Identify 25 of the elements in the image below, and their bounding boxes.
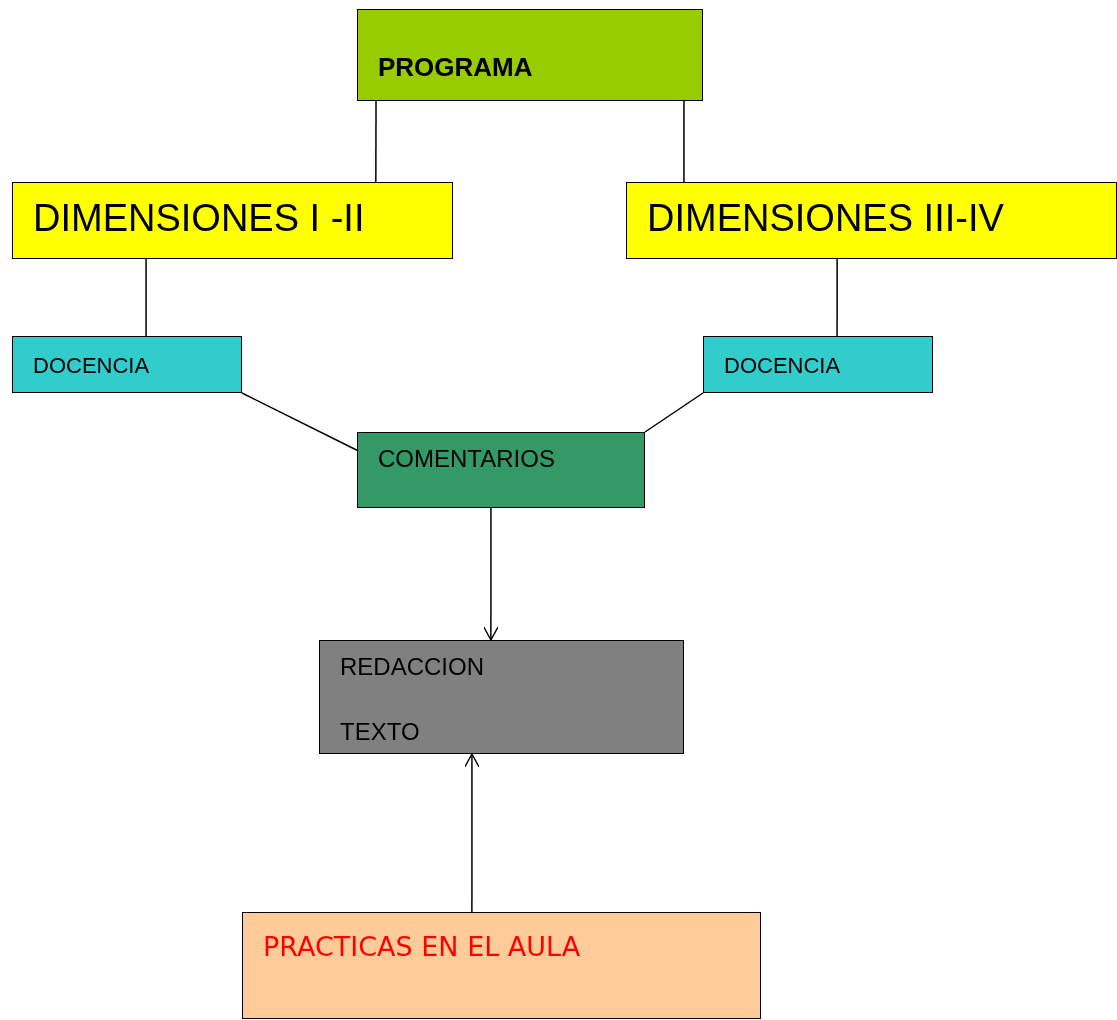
- box-label: DIMENSIONES I -II: [33, 197, 365, 240]
- process-box: [12, 182, 453, 259]
- process-box: [357, 9, 703, 101]
- box-label: PRACTICAS EN EL AULA: [263, 931, 581, 962]
- connector-line: [683, 100, 685, 183]
- process-box: [319, 640, 684, 754]
- box-label: DOCENCIA: [724, 353, 841, 379]
- box-label: DIMENSIONES III-IV: [647, 197, 1004, 240]
- process-box: [626, 182, 1117, 259]
- arrow: [483, 507, 499, 641]
- process-box: [357, 432, 645, 508]
- arrow: [464, 753, 480, 913]
- process-box: [242, 912, 761, 1019]
- box-label: REDACCION: [340, 653, 484, 681]
- connector-line: [145, 258, 147, 337]
- connector-line: [375, 100, 377, 183]
- box-label: COMENTARIOS: [378, 445, 555, 473]
- box-label: TEXTO: [340, 718, 420, 746]
- process-box: [703, 336, 933, 393]
- connector-line: [241, 392, 358, 451]
- box-label: PROGRAMA: [378, 52, 533, 83]
- connector-line: [836, 258, 838, 337]
- connector-line: [644, 392, 704, 433]
- box-label: DOCENCIA: [33, 353, 150, 379]
- process-box: [12, 336, 242, 393]
